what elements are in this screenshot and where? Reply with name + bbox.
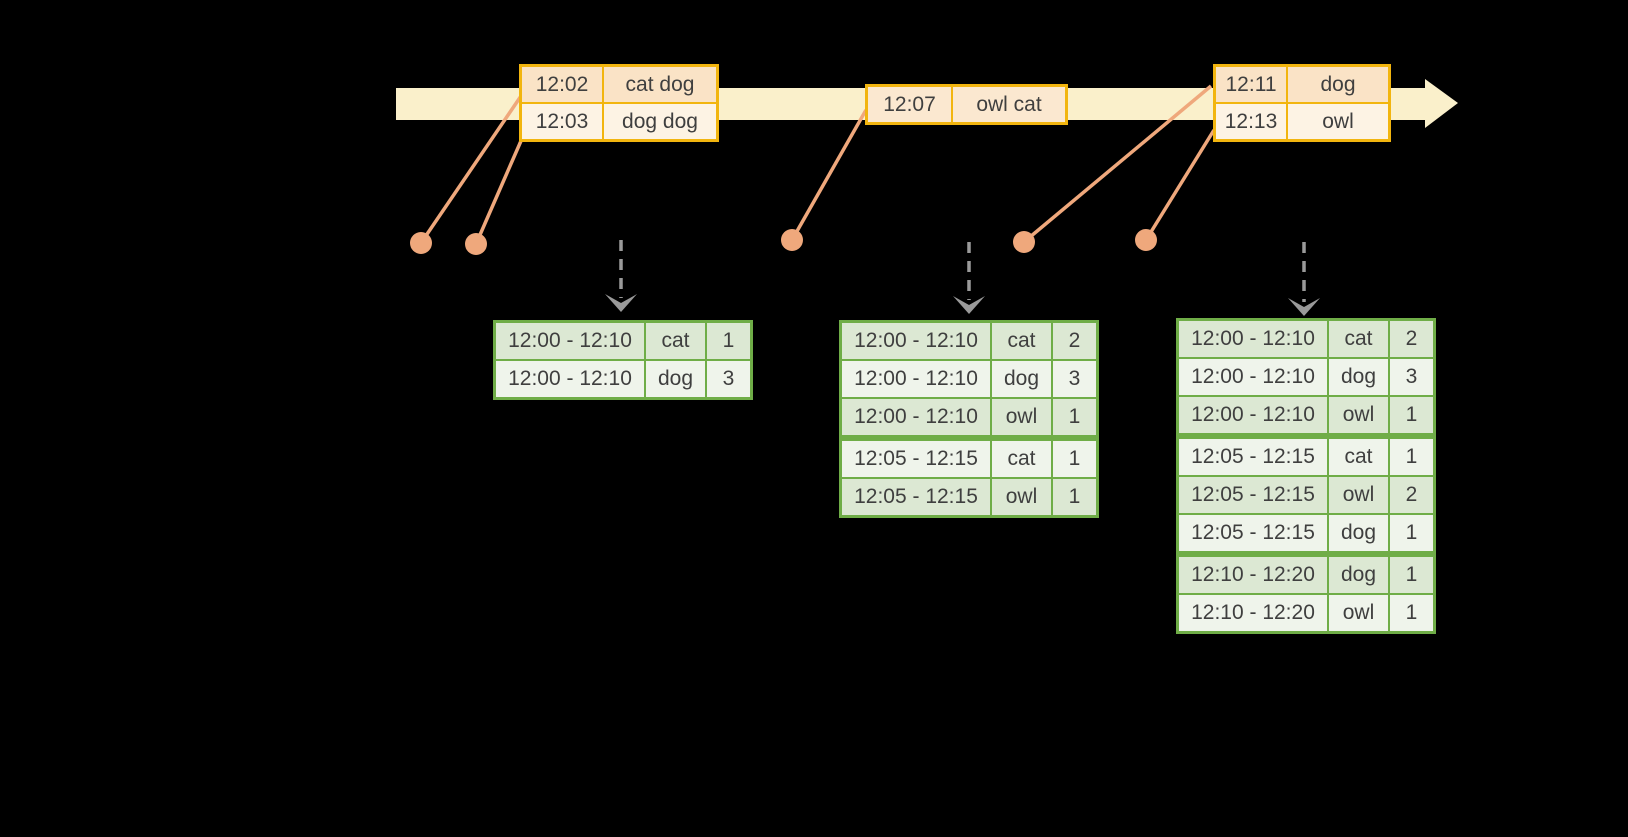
word-cell: owl (990, 399, 1051, 435)
event-time-cell: 12:11 (1216, 67, 1286, 102)
window-cell: 12:00 - 12:10 (842, 399, 990, 435)
event-words-cell: owl (1286, 104, 1388, 139)
result-row: 12:05 - 12:15 owl 1 (842, 477, 1096, 515)
connector-line (790, 109, 868, 241)
word-cell: owl (990, 479, 1051, 515)
result-row: 12:00 - 12:10 cat 1 (496, 323, 750, 359)
result-table-1: 12:00 - 12:10 cat 1 12:00 - 12:10 dog 3 (493, 320, 753, 400)
event-table-1: 12:02 cat dog 12:03 dog dog (519, 64, 719, 142)
result-row: 12:00 - 12:10 owl 1 (842, 397, 1096, 435)
count-cell: 1 (1051, 441, 1096, 477)
window-cell: 12:00 - 12:10 (496, 323, 644, 359)
event-dot-icon (1135, 229, 1157, 251)
window-cell: 12:00 - 12:10 (1179, 321, 1327, 357)
window-cell: 12:05 - 12:15 (1179, 515, 1327, 551)
window-cell: 12:00 - 12:10 (496, 361, 644, 397)
event-words-cell: dog dog (602, 104, 716, 139)
event-row: 12:13 owl (1216, 102, 1388, 139)
window-cell: 12:00 - 12:10 (842, 323, 990, 359)
window-cell: 12:10 - 12:20 (1179, 595, 1327, 631)
count-cell: 1 (1051, 479, 1096, 515)
result-row: 12:00 - 12:10 dog 3 (842, 359, 1096, 397)
count-cell: 1 (1388, 439, 1433, 475)
connector-line (1022, 84, 1213, 244)
count-cell: 1 (1388, 515, 1433, 551)
word-cell: dog (1327, 359, 1388, 395)
event-table-2: 12:07 owl cat (865, 84, 1068, 125)
event-dot-icon (465, 233, 487, 255)
connector-line (419, 95, 523, 244)
event-row: 12:02 cat dog (522, 67, 716, 102)
event-time-cell: 12:03 (522, 104, 602, 139)
word-cell: cat (990, 441, 1051, 477)
window-cell: 12:05 - 12:15 (1179, 477, 1327, 513)
event-time-cell: 12:07 (868, 87, 951, 122)
window-cell: 12:05 - 12:15 (1179, 439, 1327, 475)
event-table-3: 12:11 dog 12:13 owl (1213, 64, 1391, 142)
result-row: 12:05 - 12:15 cat 1 (842, 435, 1096, 477)
word-cell: cat (1327, 439, 1388, 475)
window-cell: 12:00 - 12:10 (842, 361, 990, 397)
word-cell: dog (1327, 515, 1388, 551)
word-cell: cat (1327, 321, 1388, 357)
event-time-cell: 12:13 (1216, 104, 1286, 139)
event-time-cell: 12:02 (522, 67, 602, 102)
count-cell: 3 (705, 361, 750, 397)
word-cell: dog (644, 361, 705, 397)
event-dot-icon (1013, 231, 1035, 253)
trigger-arrowhead-icon (953, 296, 985, 314)
result-row: 12:00 - 12:10 owl 1 (1179, 395, 1433, 433)
count-cell: 2 (1051, 323, 1096, 359)
window-cell: 12:05 - 12:15 (842, 441, 990, 477)
event-dot-icon (781, 229, 803, 251)
event-row: 12:11 dog (1216, 67, 1388, 102)
count-cell: 3 (1051, 361, 1096, 397)
trigger-arrowhead-icon (605, 294, 637, 312)
word-cell: owl (1327, 397, 1388, 433)
count-cell: 3 (1388, 359, 1433, 395)
count-cell: 1 (1051, 399, 1096, 435)
result-table-2: 12:00 - 12:10 cat 2 12:00 - 12:10 dog 3 … (839, 320, 1099, 518)
result-row: 12:00 - 12:10 dog 3 (496, 359, 750, 397)
event-words-cell: owl cat (951, 87, 1065, 122)
event-row: 12:03 dog dog (522, 102, 716, 139)
window-cell: 12:10 - 12:20 (1179, 557, 1327, 593)
result-row: 12:05 - 12:15 owl 2 (1179, 475, 1433, 513)
trigger-arrowhead-icon (1288, 298, 1320, 316)
connector-line (474, 133, 526, 245)
timeline-arrowhead-icon (1425, 79, 1458, 128)
word-cell: cat (990, 323, 1051, 359)
event-row: 12:07 owl cat (868, 87, 1065, 122)
word-cell: dog (1327, 557, 1388, 593)
window-cell: 12:00 - 12:10 (1179, 359, 1327, 395)
result-row: 12:00 - 12:10 cat 2 (842, 323, 1096, 359)
count-cell: 2 (1388, 477, 1433, 513)
word-cell: dog (990, 361, 1051, 397)
event-words-cell: dog (1286, 67, 1388, 102)
window-cell: 12:00 - 12:10 (1179, 397, 1327, 433)
result-row: 12:10 - 12:20 owl 1 (1179, 593, 1433, 631)
event-words-cell: cat dog (602, 67, 716, 102)
result-row: 12:05 - 12:15 dog 1 (1179, 513, 1433, 551)
word-cell: owl (1327, 595, 1388, 631)
count-cell: 1 (705, 323, 750, 359)
result-table-3: 12:00 - 12:10 cat 2 12:00 - 12:10 dog 3 … (1176, 318, 1436, 634)
count-cell: 1 (1388, 397, 1433, 433)
result-row: 12:05 - 12:15 cat 1 (1179, 433, 1433, 475)
result-row: 12:00 - 12:10 cat 2 (1179, 321, 1433, 357)
count-cell: 1 (1388, 557, 1433, 593)
word-cell: cat (644, 323, 705, 359)
result-row: 12:10 - 12:20 dog 1 (1179, 551, 1433, 593)
count-cell: 1 (1388, 595, 1433, 631)
event-dot-icon (410, 232, 432, 254)
connector-line (1144, 129, 1216, 241)
count-cell: 2 (1388, 321, 1433, 357)
result-row: 12:00 - 12:10 dog 3 (1179, 357, 1433, 395)
word-cell: owl (1327, 477, 1388, 513)
window-cell: 12:05 - 12:15 (842, 479, 990, 515)
